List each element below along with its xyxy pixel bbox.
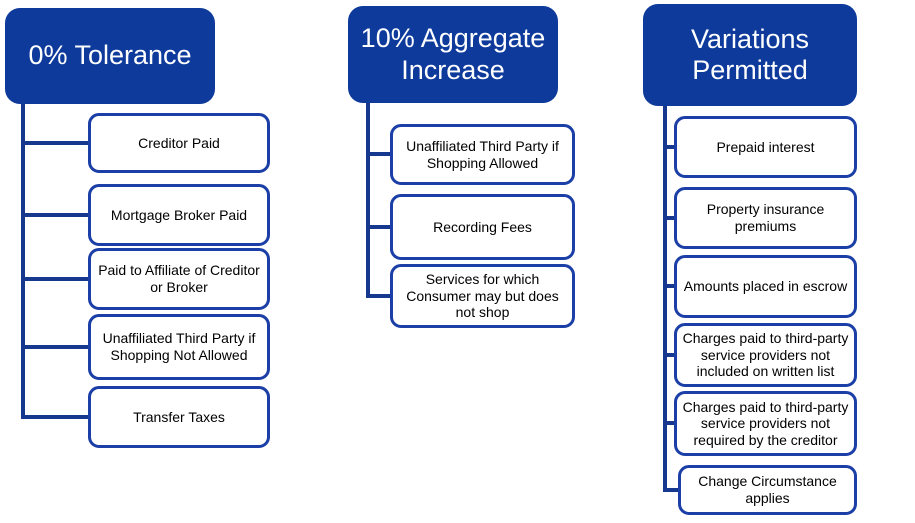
connector-branch-col1-2 — [21, 213, 88, 217]
connector-branch-col1-5 — [21, 415, 88, 419]
connector-branch-col3-6 — [663, 488, 678, 492]
node-creditor-paid: Creditor Paid — [88, 113, 270, 173]
node-charges-not-on-written-list: Charges paid to third-party service prov… — [674, 323, 857, 387]
connector-trunk-col2 — [366, 103, 370, 298]
connector-trunk-col3 — [663, 106, 667, 492]
node-services-may-not-shop: Services for which Consumer may but does… — [390, 264, 575, 328]
connector-branch-col2-2 — [366, 225, 390, 229]
node-property-insurance-premiums: Property insurance premiums — [674, 187, 857, 249]
header-variations-permitted: Variations Permitted — [643, 4, 857, 106]
node-unaffiliated-shopping-not-allowed: Unaffiliated Third Party if Shopping Not… — [88, 314, 270, 380]
node-prepaid-interest: Prepaid interest — [674, 116, 857, 178]
node-mortgage-broker-paid: Mortgage Broker Paid — [88, 184, 270, 246]
node-charges-not-required-by-creditor: Charges paid to third-party service prov… — [674, 391, 857, 456]
node-transfer-taxes: Transfer Taxes — [88, 386, 270, 448]
header-ten-percent-aggregate: 10% Aggregate Increase — [348, 6, 558, 103]
node-paid-to-affiliate: Paid to Affiliate of Creditor or Broker — [88, 248, 270, 310]
connector-branch-col3-3 — [663, 284, 674, 288]
connector-branch-col3-4 — [663, 353, 674, 357]
connector-branch-col2-1 — [366, 152, 390, 156]
connector-branch-col3-1 — [663, 145, 674, 149]
connector-branch-col1-1 — [21, 141, 88, 145]
node-unaffiliated-shopping-allowed: Unaffiliated Third Party if Shopping All… — [390, 124, 575, 185]
node-recording-fees: Recording Fees — [390, 194, 575, 260]
node-amounts-placed-in-escrow: Amounts placed in escrow — [674, 255, 857, 318]
connector-branch-col1-3 — [21, 277, 88, 281]
header-zero-tolerance: 0% Tolerance — [5, 8, 215, 104]
connector-branch-col1-4 — [21, 345, 88, 349]
connector-branch-col3-2 — [663, 216, 674, 220]
connector-trunk-col1 — [21, 104, 25, 419]
node-change-circumstance-applies: Change Circumstance applies — [678, 465, 857, 515]
connector-branch-col2-3 — [366, 294, 390, 298]
connector-branch-col3-5 — [663, 421, 674, 425]
